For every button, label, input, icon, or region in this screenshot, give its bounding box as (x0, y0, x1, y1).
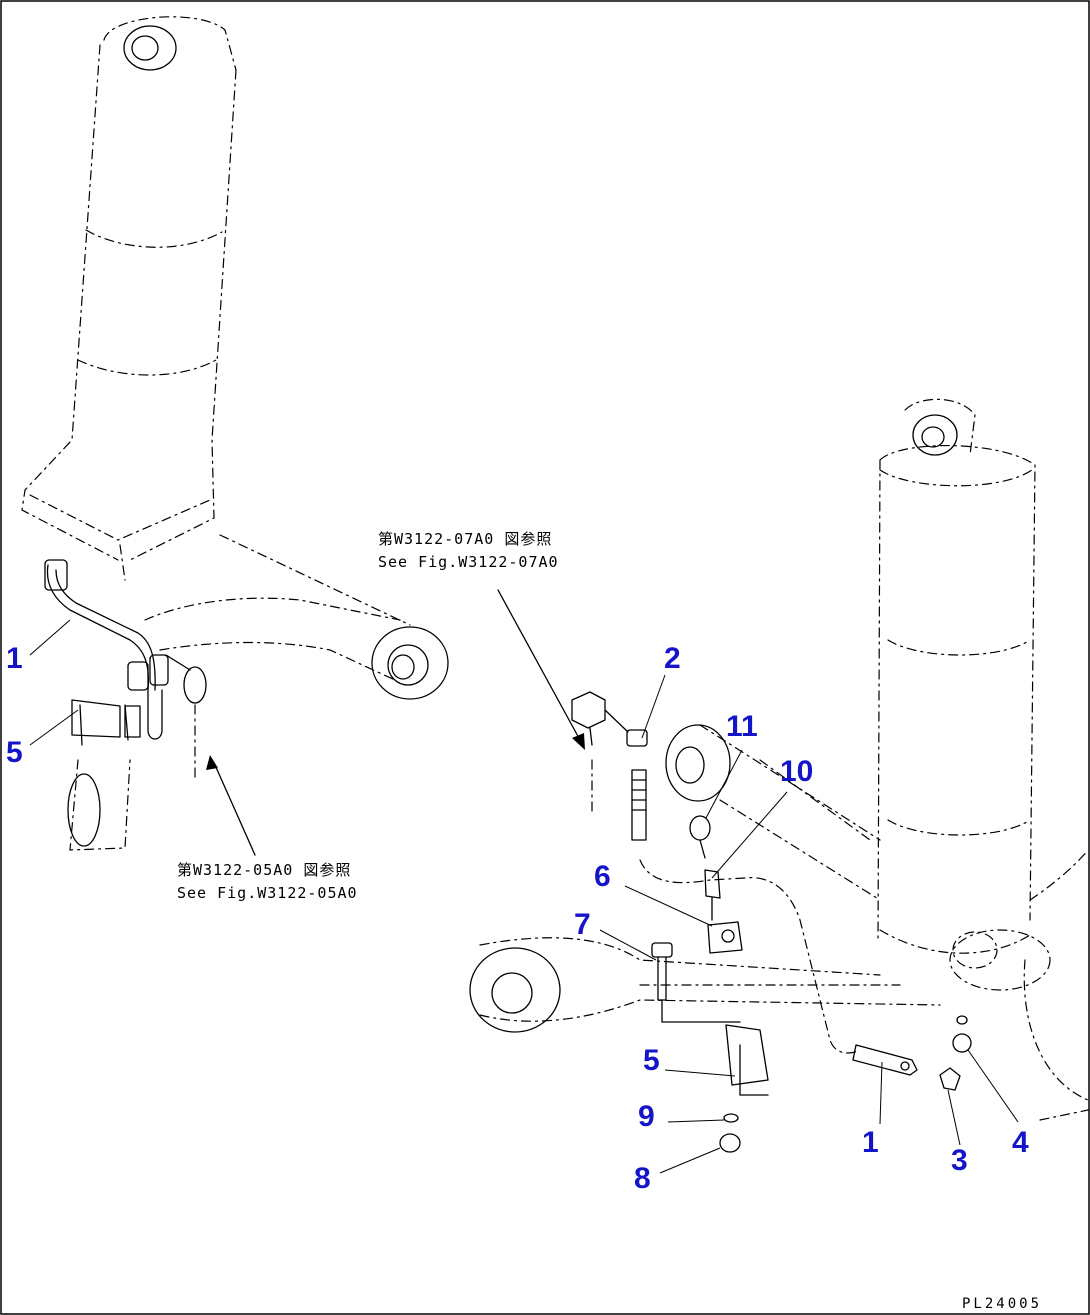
callout-3: 3 (951, 1144, 968, 1177)
clamp-5 (719, 1024, 769, 1153)
bolt-7 (651, 942, 741, 1023)
callout-11: 11 (726, 710, 758, 743)
callout-5: 5 (643, 1044, 660, 1077)
callout-2: 2 (664, 642, 681, 675)
fitting-2 (571, 691, 648, 841)
left-hose (44, 559, 207, 781)
lower-reference-en: See Fig.W3122-05A0 (177, 884, 358, 902)
right-arm-lower (469, 937, 941, 1033)
callout-10: 10 (780, 755, 813, 788)
callout-9: 9 (638, 1100, 655, 1133)
lower-reference-jp: 第W3122-05A0 図参照 (177, 861, 351, 879)
callout-4: 4 (1012, 1126, 1029, 1159)
callout-left-5: 5 (6, 736, 23, 769)
right-reference-leader (497, 589, 585, 750)
upper-reference-en: See Fig.W3122-07A0 (378, 553, 559, 571)
right-hose (639, 859, 861, 1054)
left-reference-leader (206, 755, 256, 856)
callout-6: 6 (594, 860, 611, 893)
right-arm-upper (665, 724, 881, 901)
left-arm (67, 534, 449, 851)
parts-lower-right (852, 1015, 972, 1091)
callout-left-1: 1 (6, 642, 23, 675)
part-11 (689, 815, 711, 859)
drawing-code: PL24005 (962, 1296, 1042, 1312)
upper-reference-jp: 第W3122-07A0 図参照 (378, 530, 552, 548)
left-cylinder (21, 16, 237, 581)
callout-8: 8 (634, 1162, 651, 1195)
right-cylinder (877, 398, 1089, 1121)
callout-7: 7 (574, 908, 591, 941)
callout-1: 1 (862, 1126, 879, 1159)
callout-leaders (29, 619, 1019, 1174)
